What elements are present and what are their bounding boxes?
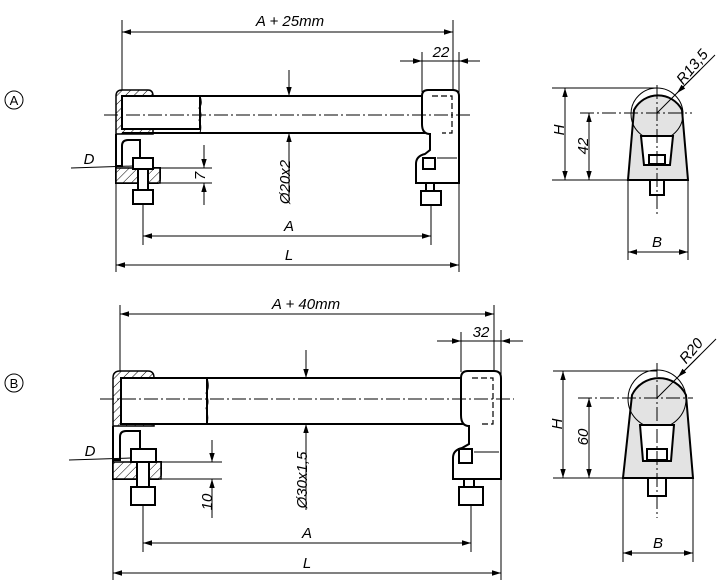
variant-b-thread-leader: D bbox=[68, 443, 132, 461]
variant-a-tube-diameter-dimension: Ø20x2 bbox=[277, 70, 294, 205]
variant-b-length-dimension: L bbox=[112, 479, 502, 580]
variant-b-marker-label: B bbox=[10, 376, 19, 391]
variant-b-foot-thickness-dimension: 10 bbox=[161, 440, 222, 518]
variant-b-hole-spacing-label: A bbox=[301, 525, 312, 542]
variant-a-foot-thickness-dimension: 7 bbox=[160, 145, 212, 205]
variant-a-overall-span-dimension: A + 25mm bbox=[121, 13, 454, 95]
variant-b-marker: B bbox=[4, 373, 24, 393]
variant-a-thread-label: D bbox=[84, 151, 95, 168]
variant-a-length-label: L bbox=[285, 247, 293, 264]
variant-a-left-end-block bbox=[115, 89, 201, 184]
variant-b: B A + 40mm 32 bbox=[4, 296, 717, 580]
variant-b-right-bolt bbox=[458, 448, 484, 552]
variant-a-hole-spacing-dimension: A bbox=[143, 218, 431, 239]
variant-a-side-height-label: H bbox=[551, 124, 568, 135]
variant-a-foot-thickness-label: 7 bbox=[192, 171, 209, 180]
variant-a-side-axis-height-label: 42 bbox=[575, 137, 592, 154]
variant-b-side-width-label: B bbox=[653, 535, 663, 552]
variant-b-thread-label: D bbox=[85, 443, 96, 460]
variant-b-end-width-label: 32 bbox=[473, 324, 490, 341]
variant-a-side-radius-label: R13,5 bbox=[673, 46, 712, 88]
variant-b-side-view: H 60 R20 B bbox=[549, 335, 717, 562]
variant-a-side-view: H 42 R13,5 B bbox=[551, 46, 716, 260]
variant-b-side-axis-height-label: 60 bbox=[575, 428, 592, 445]
variant-a: A A + 25mm 22 bbox=[4, 13, 716, 272]
variant-b-left-bolt bbox=[130, 448, 157, 552]
variant-b-side-height-label: H bbox=[549, 418, 566, 429]
variant-a-side-width-label: B bbox=[652, 234, 662, 251]
variant-a-right-bolt bbox=[420, 157, 442, 245]
variant-a-left-bolt bbox=[132, 157, 154, 245]
variant-a-tube-label: Ø20x2 bbox=[277, 159, 294, 205]
variant-b-tube-diameter-dimension: Ø30x1,5 bbox=[294, 350, 311, 510]
variant-b-length-label: L bbox=[303, 555, 311, 572]
variant-b-tube-label: Ø30x1,5 bbox=[294, 451, 311, 509]
variant-a-marker-label: A bbox=[10, 93, 19, 108]
variant-b-overall-span-dimension: A + 40mm bbox=[119, 296, 495, 375]
variant-b-tube bbox=[121, 377, 466, 425]
variant-b-side-radius-label: R20 bbox=[676, 335, 707, 368]
variant-b-overall-span-label: A + 40mm bbox=[271, 296, 340, 313]
variant-a-hole-spacing-label: A bbox=[283, 218, 294, 235]
variant-a-marker: A bbox=[4, 90, 24, 110]
variant-b-foot-thickness-label: 10 bbox=[199, 493, 216, 510]
variant-a-overall-span-label: A + 25mm bbox=[255, 13, 324, 30]
variant-b-hole-spacing-dimension: A bbox=[143, 525, 471, 546]
variant-a-thread-leader: D bbox=[70, 151, 134, 169]
variant-b-end-width-dimension: 32 bbox=[437, 324, 523, 420]
variant-a-length-dimension: L bbox=[115, 183, 460, 272]
variant-a-end-width-label: 22 bbox=[432, 44, 450, 61]
